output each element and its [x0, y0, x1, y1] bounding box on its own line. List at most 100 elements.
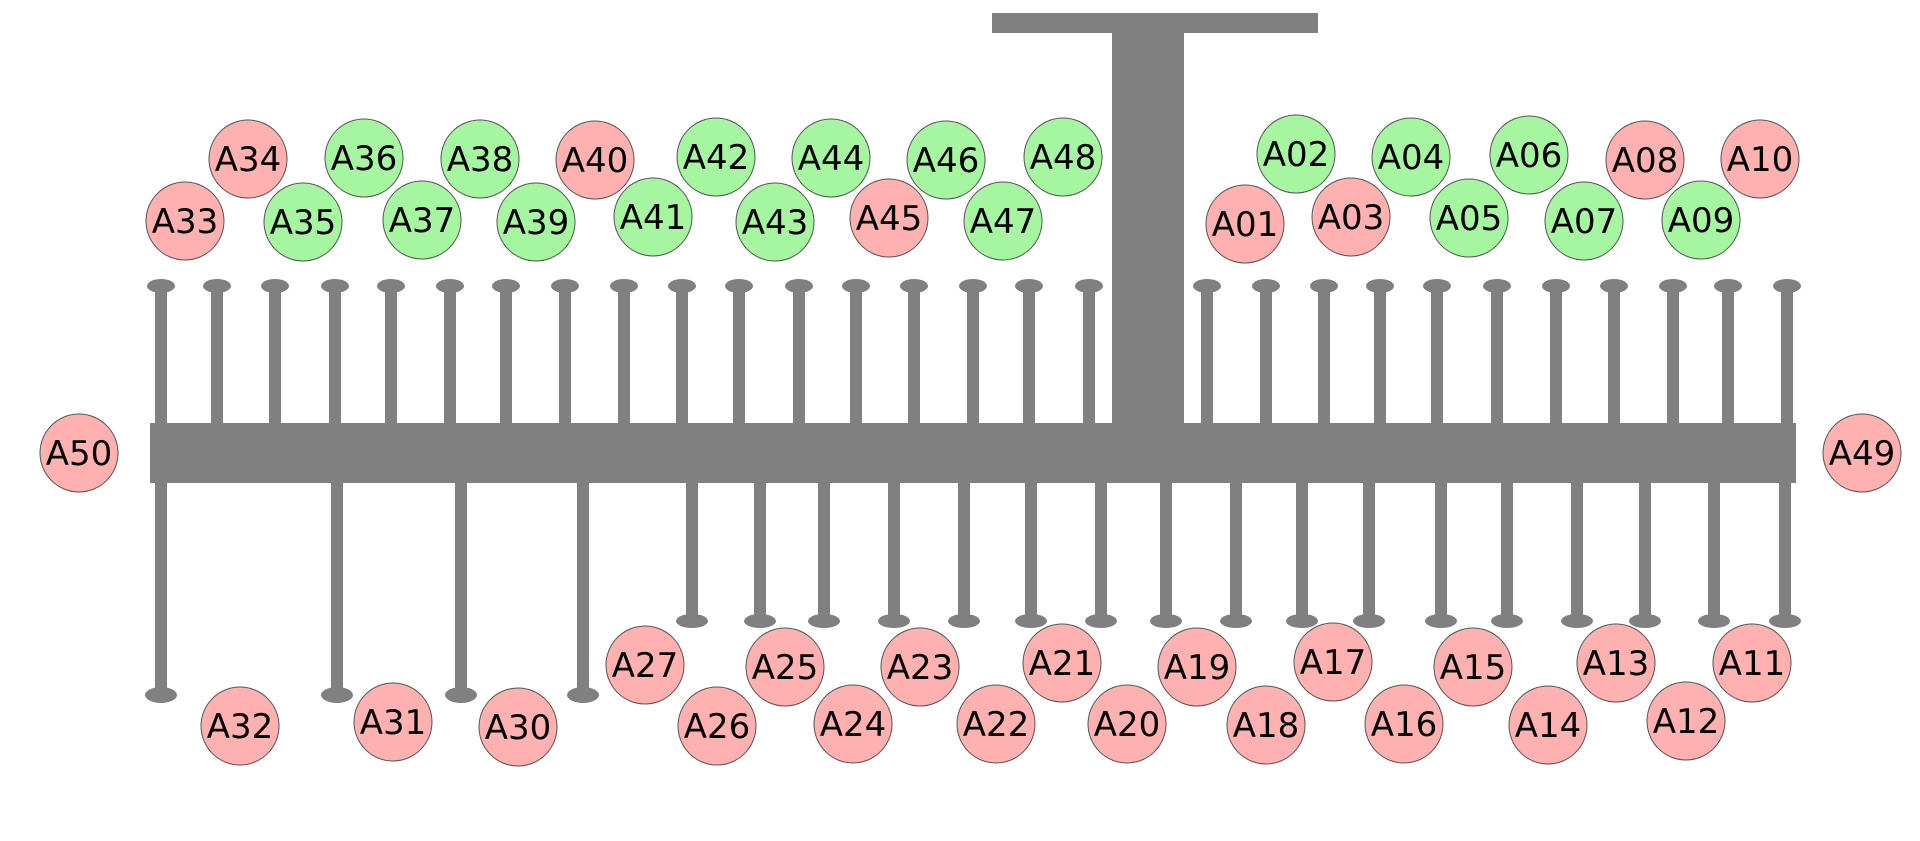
gate-a04: A04 [1371, 117, 1451, 197]
gate-a39: A39 [496, 182, 576, 262]
gate-a15: A15 [1433, 627, 1513, 707]
gate-a24: A24 [813, 684, 893, 764]
top-pier [559, 286, 571, 426]
gate-a09: A09 [1661, 180, 1741, 260]
gate-circle [791, 118, 871, 198]
bottom-pier-long-cap [145, 687, 177, 703]
top-pier-cap [551, 279, 579, 293]
gate-label: A30 [485, 708, 552, 748]
gate-circle [906, 120, 986, 200]
gate-circle [1293, 622, 1373, 702]
gate-label: A25 [752, 648, 819, 688]
gate-a23: A23 [880, 627, 960, 707]
gate-label: A03 [1318, 198, 1385, 238]
bottom-pier-short-cap [808, 614, 840, 628]
top-pier-cap [203, 279, 231, 293]
top-pier-cap [785, 279, 813, 293]
gate-circle [1087, 684, 1167, 764]
top-pier-cap [1714, 279, 1742, 293]
gate-a36: A36 [324, 118, 404, 198]
gate-label: A26 [684, 707, 751, 747]
gate-a26: A26 [677, 686, 757, 766]
top-pier [500, 286, 512, 426]
gate-label: A40 [562, 141, 629, 181]
gate-circle [1226, 685, 1306, 765]
bottom-pier-short [888, 480, 900, 620]
bottom-pier-long [331, 480, 343, 695]
top-pier-cap [1075, 279, 1103, 293]
bottom-pier-short-cap [1085, 614, 1117, 628]
bottom-pier-short [818, 480, 830, 620]
gate-circle [813, 684, 893, 764]
gate-a25: A25 [745, 627, 825, 707]
gate-a37: A37 [382, 180, 462, 260]
gate-label: A22 [963, 705, 1030, 745]
top-pier [211, 286, 223, 426]
gate-circle [39, 413, 119, 493]
top-pier [676, 286, 688, 426]
gate-a30: A30 [478, 687, 558, 767]
gate-label: A50 [46, 434, 113, 474]
gate-a17: A17 [1293, 622, 1373, 702]
gate-circle [677, 686, 757, 766]
gate-label: A20 [1094, 705, 1161, 745]
gate-label: A16 [1371, 705, 1438, 745]
gate-a08: A08 [1605, 120, 1685, 200]
gate-circle [1712, 623, 1792, 703]
top-pier [1431, 286, 1443, 426]
gate-circle [849, 178, 929, 258]
bottom-pier-short-cap [1220, 614, 1252, 628]
bottom-pier-short-cap [1286, 614, 1318, 628]
top-pier-cap [668, 279, 696, 293]
top-pier-cap [1542, 279, 1570, 293]
gate-label: A48 [1030, 138, 1097, 178]
top-pier-cap [1015, 279, 1043, 293]
top-pier-cap [492, 279, 520, 293]
gate-label: A09 [1668, 201, 1735, 241]
gate-a43: A43 [735, 182, 815, 262]
bottom-pier-short [1363, 480, 1375, 620]
bottom-pier-short [1296, 480, 1308, 620]
gate-circle [1822, 413, 1902, 493]
gate-label: A04 [1378, 138, 1445, 178]
gate-label: A41 [620, 198, 687, 238]
gate-label: A36 [331, 139, 398, 179]
gate-circle [1022, 623, 1102, 703]
bottom-pier-short-cap [1491, 614, 1523, 628]
top-pier [329, 286, 341, 426]
gate-label: A02 [1263, 135, 1330, 175]
bottom-pier-short-cap [744, 614, 776, 628]
gate-circle [496, 182, 576, 262]
top-pier [155, 286, 167, 426]
gate-a44: A44 [791, 118, 871, 198]
gate-label: A35 [270, 203, 337, 243]
gate-circle [956, 684, 1036, 764]
gate-circle [382, 180, 462, 260]
gate-label: A49 [1829, 434, 1896, 474]
top-pier-cap [1659, 279, 1687, 293]
gate-label: A39 [503, 203, 570, 243]
gate-label: A32 [207, 707, 274, 747]
gate-label: A47 [970, 202, 1037, 242]
bottom-pier-short-cap [1561, 614, 1593, 628]
gate-label: A34 [215, 140, 282, 180]
bottom-pier-short [754, 480, 766, 620]
top-pier-cap [1366, 279, 1394, 293]
gate-a45: A45 [849, 178, 929, 258]
top-pier [618, 286, 630, 426]
bottom-pier-short [1095, 480, 1107, 620]
bottom-pier-long-cap [445, 687, 477, 703]
gate-circle [1489, 115, 1569, 195]
bottom-pier-short [1779, 480, 1791, 620]
gate-circle [145, 181, 225, 261]
bottom-pier-short-cap [1353, 614, 1385, 628]
gate-a41: A41 [613, 177, 693, 257]
gate-a02: A02 [1256, 114, 1336, 194]
top-pier [1608, 286, 1620, 426]
top-pier [850, 286, 862, 426]
top-pier-cap [959, 279, 987, 293]
top-pier [444, 286, 456, 426]
top-pier-cap [1310, 279, 1338, 293]
gate-a33: A33 [145, 181, 225, 261]
